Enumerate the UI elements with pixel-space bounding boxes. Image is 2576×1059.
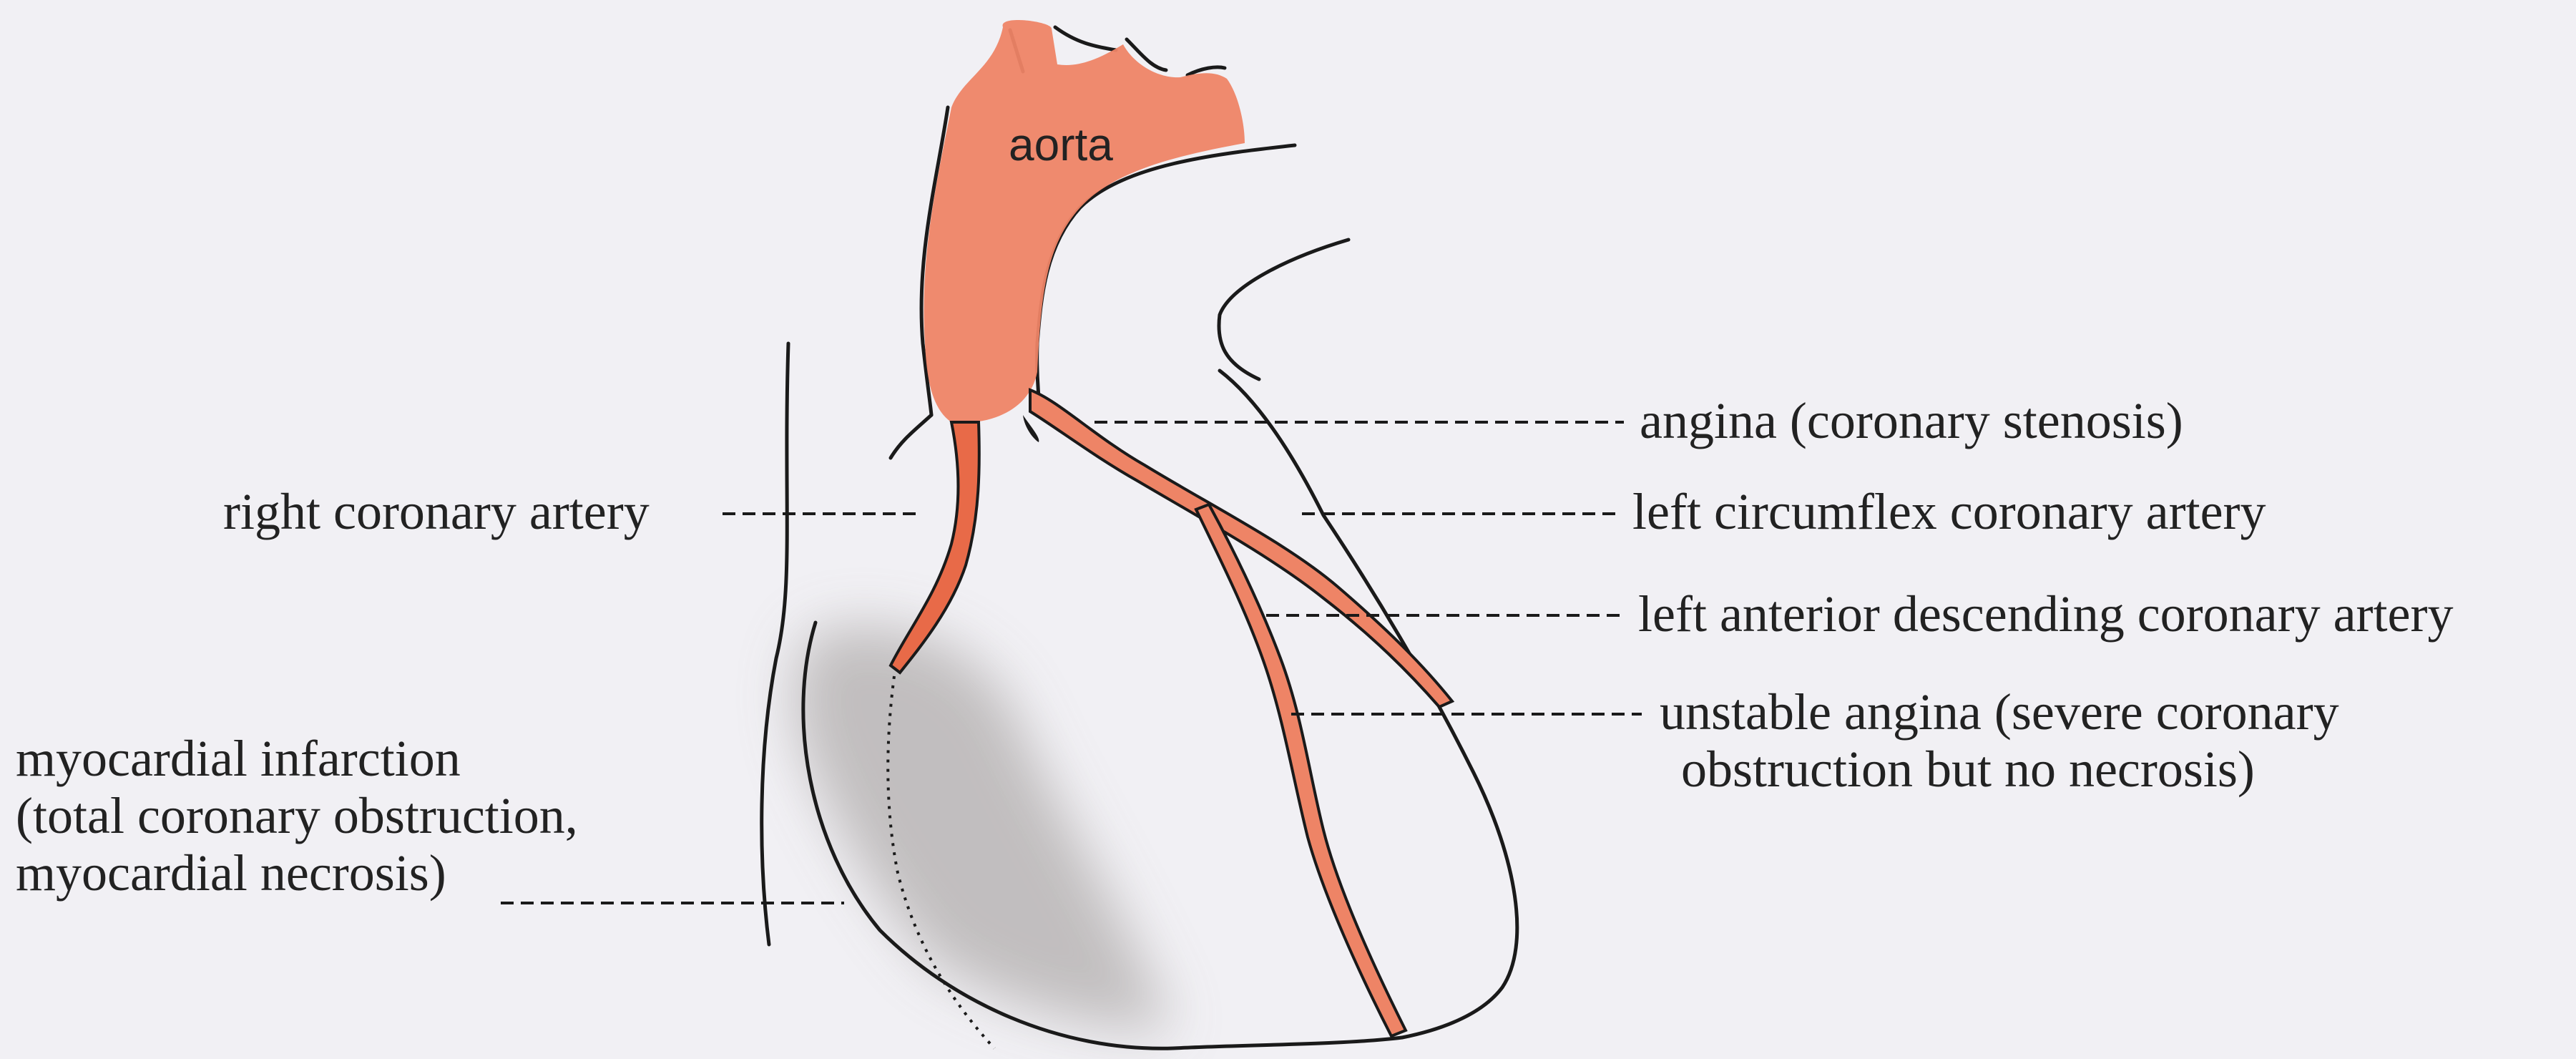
stenosis-mark [1023,415,1039,442]
outline-left [762,343,788,945]
label-unstable-angina-line2: obstruction but no necrosis) [1660,741,2339,798]
heart-outline [762,27,1517,1048]
outline-atrium [1219,240,1348,379]
left-circumflex-vessel [1030,390,1452,707]
infarct-region [794,626,1173,1030]
label-mi-line1: myocardial infarction [16,730,578,787]
label-unstable-angina-line1: unstable angina (severe coronary [1660,683,2339,741]
label-left-anterior-descending: left anterior descending coronary artery [1638,585,2453,643]
label-left-circumflex: left circumflex coronary artery [1632,483,2266,540]
label-mi-line3: myocardial necrosis) [16,844,578,902]
outline-stub [891,415,931,458]
left-anterior-descending-vessel [1196,504,1406,1036]
label-angina: angina (coronary stenosis) [1640,392,2183,449]
label-unstable-angina: unstable angina (severe coronary obstruc… [1660,683,2339,798]
label-myocardial-infarction: myocardial infarction (total coronary ob… [16,730,578,902]
label-right-coronary-artery: right coronary artery [223,483,650,540]
label-aorta: aorta [1009,116,1113,173]
aorta-vessel [924,20,1245,423]
label-mi-line2: (total coronary obstruction, [16,787,578,844]
outline-right [1220,371,1517,1038]
